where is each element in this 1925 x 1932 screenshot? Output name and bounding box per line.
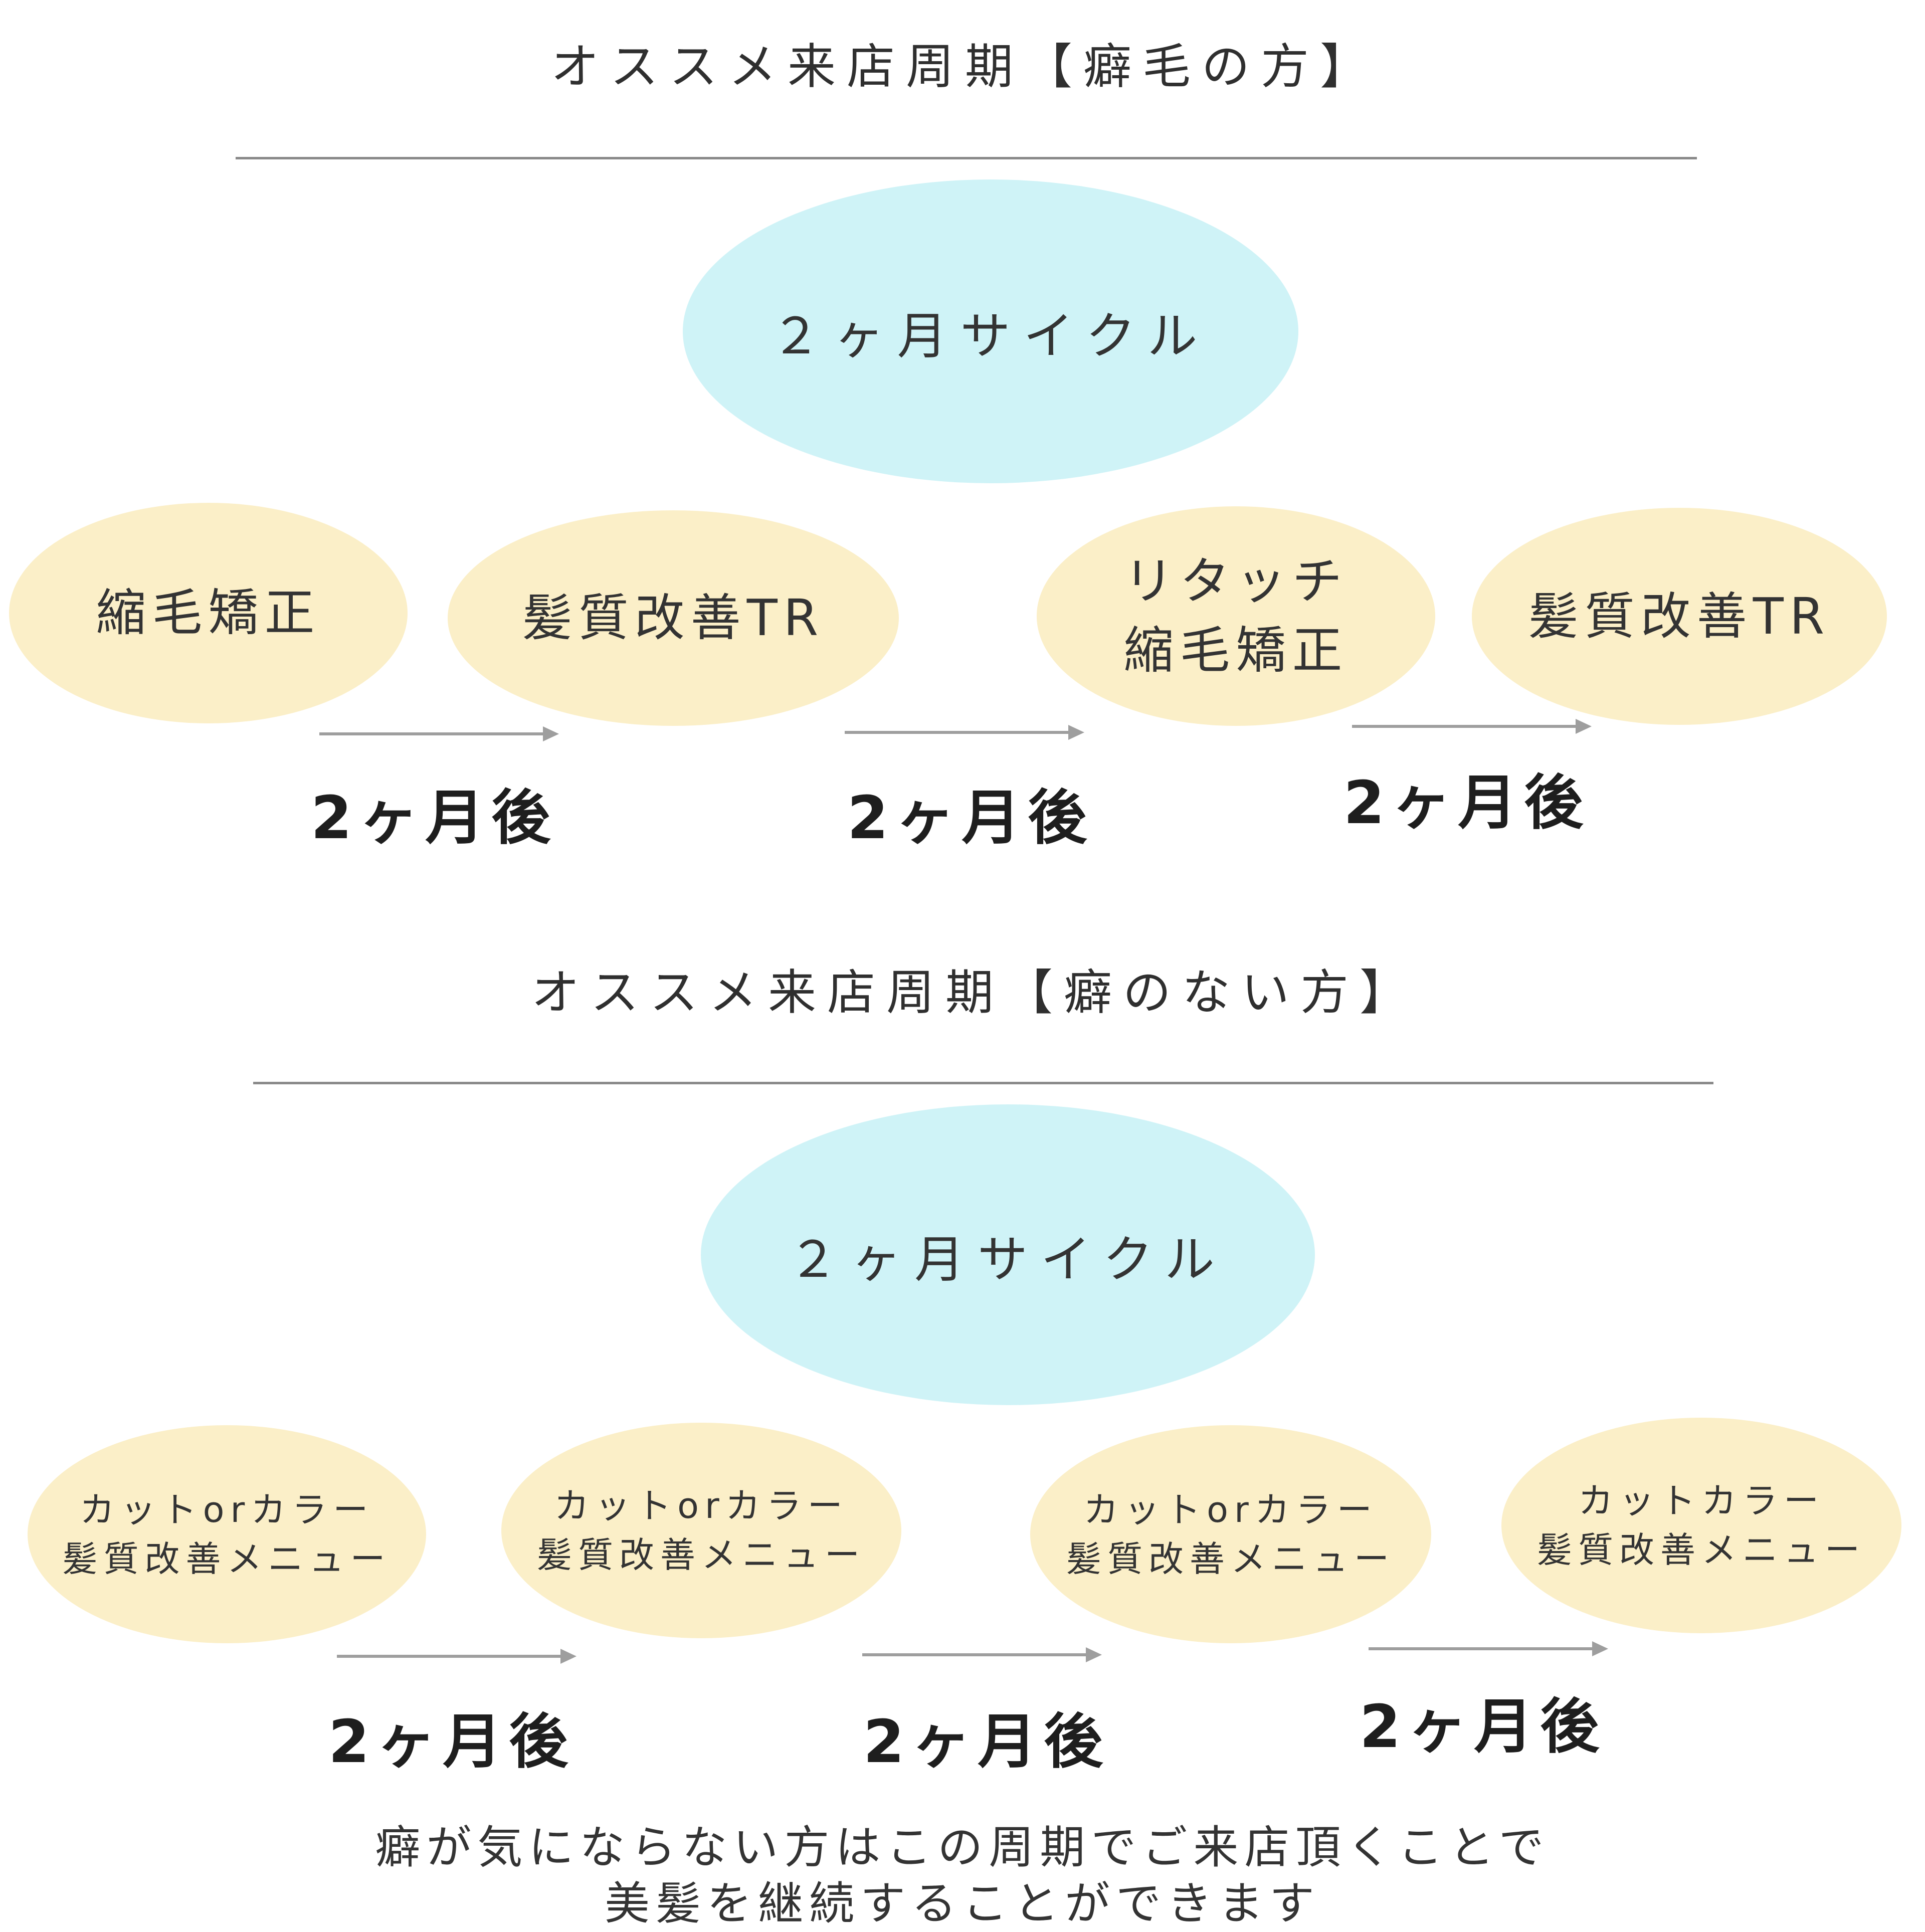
footer-note: 癖が気にならない方はこの周期でご来店頂くことで 美髪を継続することができます xyxy=(0,1820,1925,1932)
section2-cycle-label: ２ヶ月サイクル xyxy=(788,1230,1228,1289)
section1-cycle-ellipse: ２ヶ月サイクル xyxy=(683,179,1298,483)
section2-interval-2: 2ヶ月後 xyxy=(863,1707,1110,1776)
section1-arrow-1 xyxy=(319,726,559,741)
section1-step-1-line-1: 縮毛矯正 xyxy=(96,584,321,642)
section1-step-2-line-1: 髪質改善TR xyxy=(522,589,825,647)
section2-arrow-3 xyxy=(1369,1641,1608,1656)
section2-interval-3: 2ヶ月後 xyxy=(1360,1692,1607,1761)
section1-arrow-3 xyxy=(1352,719,1592,734)
section2-step-1-line-2: 髪質改善メニュー xyxy=(62,1538,392,1580)
section1-step-3-line-2: 縮毛矯正 xyxy=(1123,621,1349,680)
section1-cycle-label: ２ヶ月サイクル xyxy=(771,306,1211,365)
section2-step-2-line-1: カットorカラー xyxy=(554,1485,849,1526)
section2-step-2: カットorカラー 髪質改善メニュー xyxy=(501,1423,901,1638)
footer-note-line-1: 癖が気にならない方はこの周期でご来店頂くことで xyxy=(375,1821,1550,1874)
section1-step-2: 髪質改善TR xyxy=(448,510,899,726)
section2-step-1-line-1: カットorカラー xyxy=(79,1489,374,1530)
section1-divider xyxy=(236,157,1697,159)
section2-title: オススメ来店周期【癖のない方】 xyxy=(531,964,1419,1021)
section2-divider xyxy=(253,1082,1713,1084)
section2-cycle-ellipse: ２ヶ月サイクル xyxy=(701,1104,1315,1405)
section1-step-3-line-1: リタッチ xyxy=(1123,552,1349,611)
section2-interval-1: 2ヶ月後 xyxy=(328,1707,575,1776)
section2-step-4: カットカラー 髪質改善メニュー xyxy=(1501,1418,1901,1633)
section2-step-2-line-2: 髪質改善メニュー xyxy=(537,1534,866,1576)
section2-step-3-line-2: 髪質改善メニュー xyxy=(1066,1538,1395,1580)
section1-arrow-2 xyxy=(845,725,1084,740)
section1-interval-2: 2ヶ月後 xyxy=(847,783,1094,852)
section2-step-3-line-1: カットorカラー xyxy=(1083,1489,1378,1530)
section1-interval-1: 2ヶ月後 xyxy=(311,783,558,852)
section1-step-3: リタッチ 縮毛矯正 xyxy=(1037,506,1435,726)
footer-note-line-2: 美髪を継続することができます xyxy=(605,1877,1320,1930)
section2-step-3: カットorカラー 髪質改善メニュー xyxy=(1030,1425,1431,1643)
section1-interval-3: 2ヶ月後 xyxy=(1343,768,1591,837)
section2-arrow-2 xyxy=(862,1647,1102,1662)
section1-step-4-line-1: 髪質改善TR xyxy=(1528,587,1831,646)
section1-step-1: 縮毛矯正 xyxy=(9,503,408,723)
section1-step-4: 髪質改善TR xyxy=(1472,508,1887,725)
section2-step-4-line-1: カットカラー xyxy=(1578,1480,1825,1521)
section2-step-1: カットorカラー 髪質改善メニュー xyxy=(28,1425,426,1643)
section1-title: オススメ来店周期【癖毛の方】 xyxy=(551,39,1379,95)
section2-arrow-1 xyxy=(337,1649,576,1664)
section2-step-4-line-2: 髪質改善メニュー xyxy=(1537,1529,1866,1571)
